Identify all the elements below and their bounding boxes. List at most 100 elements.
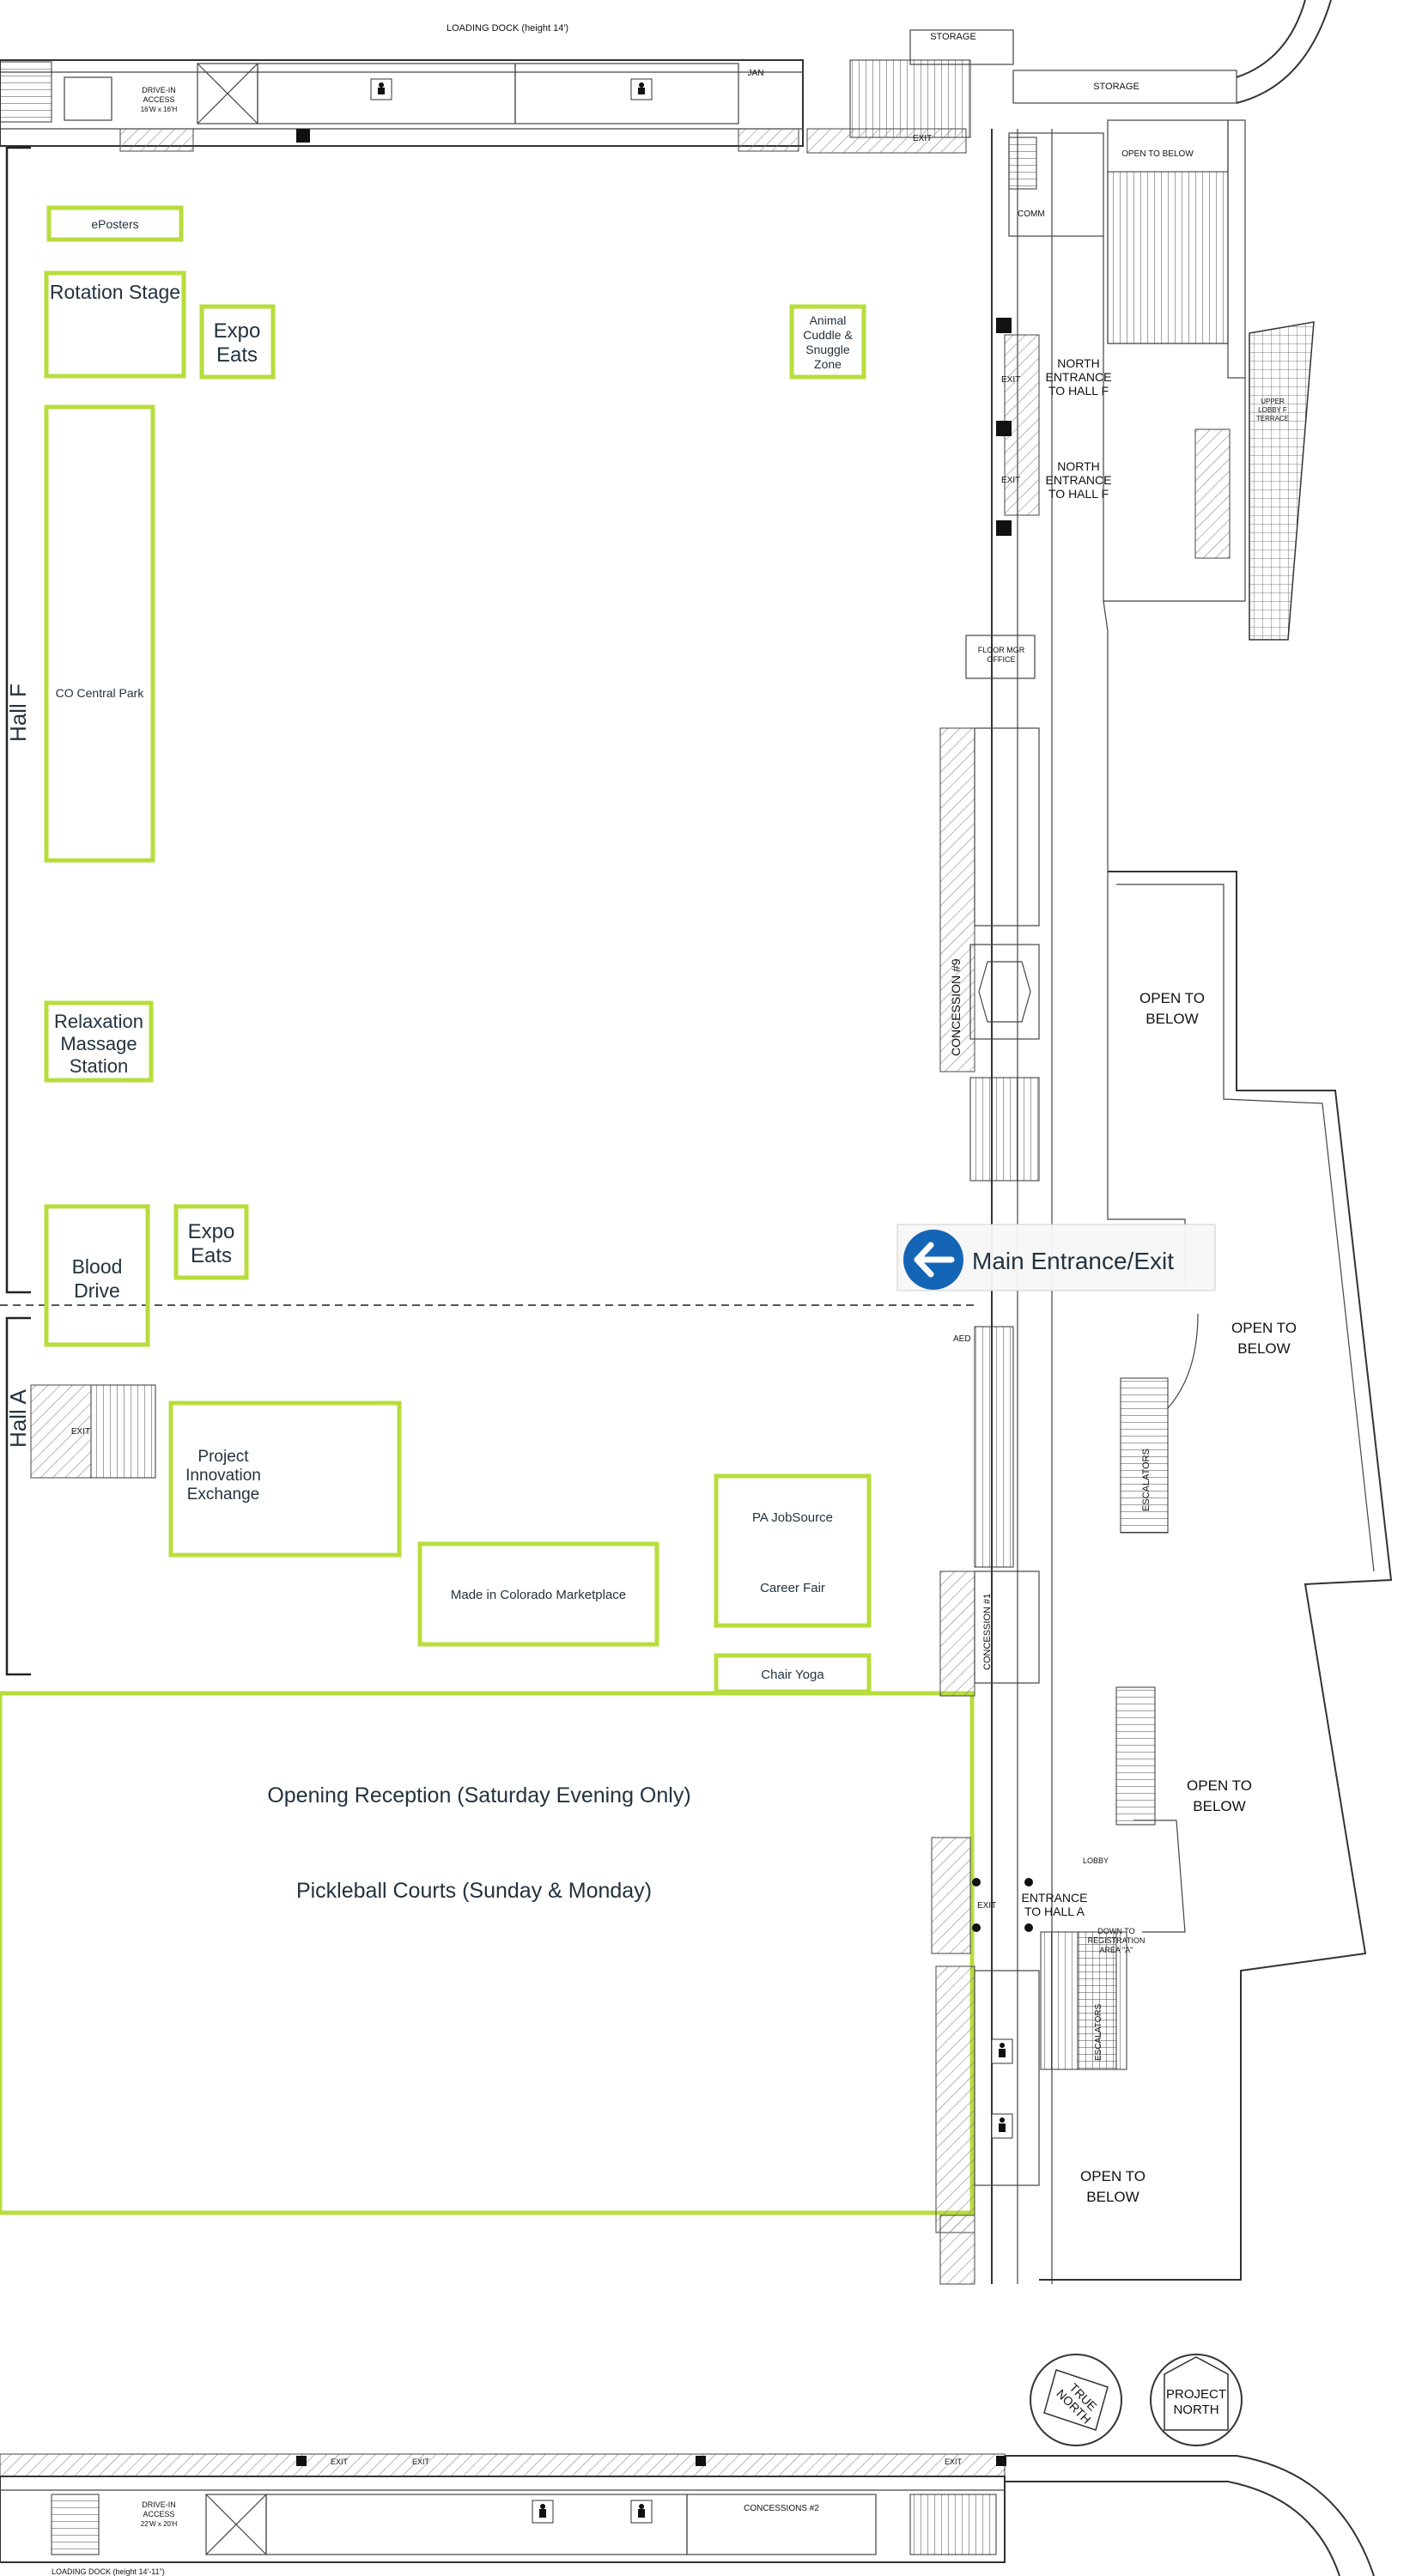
arrow-left-icon — [903, 1230, 963, 1290]
pickleball-courts-label: Pickleball Courts (Sunday & Monday) — [296, 1879, 652, 1903]
main-entrance-exit[interactable]: Main Entrance/Exit — [896, 1224, 1216, 1291]
bottom-service-strip: DRIVE-IN ACCESS 22'W x 20'H CONCESSIONS … — [0, 2453, 1375, 2576]
zone-chair-yoga[interactable]: Chair Yoga — [714, 1653, 872, 1694]
concession-9-label: CONCESSION #9 — [949, 958, 963, 1056]
svg-text:DRIVE-IN: DRIVE-IN — [142, 86, 176, 94]
svg-text:Animal: Animal — [810, 313, 847, 327]
upper-lobby-terrace: UPPER LOBBY F TERRACE — [1256, 398, 1289, 422]
svg-text:Eats: Eats — [216, 343, 258, 367]
open-to-below-top-label: OPEN TO BELOW — [1121, 149, 1194, 159]
svg-text:BELOW: BELOW — [1237, 1340, 1290, 1357]
entrance-to-hall-a: ENTRANCE TO HALL A — [1021, 1891, 1087, 1918]
zone-project-innovation-exchange[interactable]: Project Innovation Exchange — [168, 1400, 402, 1558]
zone-rotation-stage[interactable]: Rotation Stage — [44, 270, 186, 379]
project-north-compass: PROJECT NORTH — [1150, 2354, 1243, 2446]
svg-text:Expo: Expo — [214, 319, 261, 343]
svg-text:BELOW: BELOW — [1146, 1011, 1198, 1027]
svg-text:Drive: Drive — [74, 1279, 120, 1302]
top-service-strip: LOADING DOCK (height 14') DRIVE-IN ACCES… — [0, 0, 1332, 154]
svg-text:Massage: Massage — [60, 1033, 137, 1054]
zone-blood-drive[interactable]: Blood Drive — [44, 1204, 150, 1347]
svg-text:Cuddle &: Cuddle & — [803, 328, 853, 342]
svg-text:EXIT: EXIT — [1001, 375, 1020, 385]
svg-text:TO HALL A: TO HALL A — [1024, 1905, 1085, 1918]
zone-rotation-stage-label: Rotation Stage — [50, 281, 180, 303]
drive-in-access-bottom: DRIVE-IN ACCESS 22'W x 20'H — [141, 2500, 178, 2528]
zone-pa-jobsource-career-fair[interactable]: PA JobSource Career Fair — [714, 1473, 872, 1628]
svg-text:OPEN TO: OPEN TO — [1139, 990, 1205, 1006]
svg-text:EXIT: EXIT — [945, 2458, 963, 2466]
svg-text:OFFICE: OFFICE — [988, 655, 1016, 664]
main-entrance-label: Main Entrance/Exit — [972, 1248, 1174, 1274]
svg-text:16'W x 16'H: 16'W x 16'H — [141, 106, 178, 113]
zone-expo-eats-2[interactable]: Expo Eats — [173, 1204, 249, 1280]
svg-text:ENTRANCE: ENTRANCE — [1045, 473, 1111, 487]
svg-text:BELOW: BELOW — [1193, 1798, 1245, 1814]
svg-text:PROJECT: PROJECT — [1166, 2387, 1226, 2402]
zone-pa-jobsource-label: PA JobSource — [752, 1510, 833, 1525]
hall-a-bracket: Hall A — [5, 1316, 31, 1676]
storage-label-2: STORAGE — [1093, 82, 1139, 92]
jan-label: JAN — [748, 69, 764, 78]
zone-career-fair-label: Career Fair — [760, 1581, 825, 1595]
zone-eposters[interactable]: ePosters — [46, 205, 184, 242]
escalators-2-label: ESCALATORS — [1094, 2003, 1103, 2061]
svg-text:Blood: Blood — [72, 1255, 123, 1278]
open-to-below-1: OPEN TO BELOW — [1139, 990, 1205, 1027]
svg-text:Exchange: Exchange — [187, 1485, 260, 1504]
zone-chair-yoga-label: Chair Yoga — [761, 1668, 824, 1682]
hall-a-label: Hall A — [5, 1388, 31, 1448]
hall-a-exit-stairs: EXIT — [30, 1384, 156, 1479]
loading-dock-bottom-label: LOADING DOCK (height 14'-11") — [52, 2567, 165, 2576]
svg-text:EXIT: EXIT — [412, 2458, 430, 2466]
zone-co-central-park-label: CO Central Park — [56, 686, 145, 700]
svg-text:ENTRANCE: ENTRANCE — [1045, 370, 1111, 384]
zone-relaxation-massage[interactable]: Relaxation Massage Station — [44, 1000, 154, 1083]
opening-reception-label: Opening Reception (Saturday Evening Only… — [267, 1783, 690, 1807]
svg-text:OPEN TO: OPEN TO — [1231, 1320, 1297, 1336]
drive-in-access-top: DRIVE-IN ACCESS 16'W x 16'H — [141, 86, 178, 113]
storage-label-1: STORAGE — [930, 32, 976, 42]
zone-made-in-colorado[interactable]: Made in Colorado Marketplace — [417, 1541, 659, 1647]
svg-text:NORTH: NORTH — [1173, 2403, 1218, 2417]
hall-f-label: Hall F — [5, 683, 31, 742]
svg-text:NORTH: NORTH — [1057, 459, 1100, 473]
svg-text:ENTRANCE: ENTRANCE — [1021, 1891, 1087, 1905]
svg-text:Eats: Eats — [191, 1244, 232, 1267]
zone-expo-eats-1[interactable]: Expo Eats — [199, 304, 276, 380]
zone-made-in-colorado-label: Made in Colorado Marketplace — [451, 1588, 626, 1602]
svg-text:TERRACE: TERRACE — [1256, 415, 1289, 422]
svg-text:OPEN TO: OPEN TO — [1187, 1777, 1252, 1794]
svg-text:NORTH: NORTH — [1057, 356, 1100, 370]
zone-eposters-label: ePosters — [91, 217, 138, 231]
svg-text:22'W x 20'H: 22'W x 20'H — [141, 2520, 178, 2528]
svg-text:TO HALL F: TO HALL F — [1048, 384, 1109, 398]
svg-text:EXIT: EXIT — [1001, 476, 1020, 485]
svg-text:BELOW: BELOW — [1086, 2189, 1139, 2205]
svg-text:Innovation: Innovation — [185, 1467, 261, 1485]
zone-animal-cuddle[interactable]: Animal Cuddle & Snuggle Zone — [789, 304, 866, 380]
svg-text:Snuggle: Snuggle — [805, 343, 850, 356]
svg-text:ACCESS: ACCESS — [143, 2510, 174, 2518]
exit-top: EXIT — [913, 134, 932, 143]
svg-text:LOBBY F: LOBBY F — [1258, 406, 1287, 414]
concessions-2-label: CONCESSIONS #2 — [744, 2504, 819, 2513]
east-corridor: COMM OPEN TO BELOW EXIT EXIT NORTH ENTRA… — [931, 119, 1393, 2285]
zone-opening-reception-pickleball[interactable]: Opening Reception (Saturday Evening Only… — [0, 1691, 975, 2215]
loading-dock-top-label: LOADING DOCK (height 14') — [447, 23, 568, 33]
svg-text:EXIT: EXIT — [977, 1901, 996, 1911]
concession-1-label: CONCESSION #1 — [982, 1594, 993, 1670]
svg-text:TO HALL F: TO HALL F — [1048, 487, 1109, 501]
escalators-1-label: ESCALATORS — [1141, 1449, 1152, 1511]
north-entrance-hall-f-1: NORTH ENTRANCE TO HALL F — [1045, 356, 1111, 398]
svg-text:EXIT: EXIT — [71, 1427, 90, 1437]
svg-text:DOWN TO: DOWN TO — [1097, 1927, 1134, 1935]
svg-text:DRIVE-IN: DRIVE-IN — [142, 2500, 176, 2509]
open-to-below-2: OPEN TO BELOW — [1231, 1320, 1297, 1357]
hall-f-bracket: Hall F — [5, 146, 31, 1294]
true-north-compass: TRUE NORTH — [1030, 2354, 1122, 2446]
zone-co-central-park[interactable]: CO Central Park — [44, 404, 155, 863]
svg-text:EXIT: EXIT — [331, 2458, 349, 2466]
open-to-below-4: OPEN TO BELOW — [1080, 2168, 1146, 2205]
